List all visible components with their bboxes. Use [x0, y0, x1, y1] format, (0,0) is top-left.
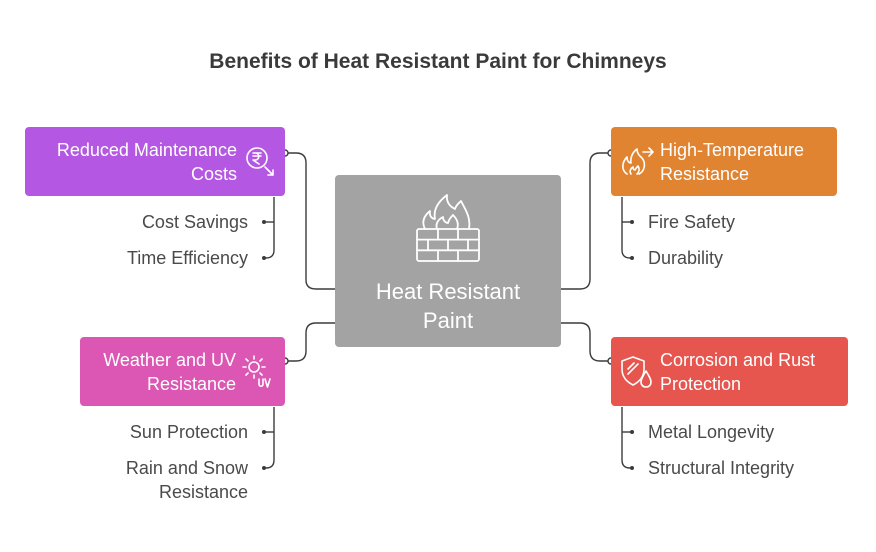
center-node: Heat Resistant Paint: [335, 175, 561, 347]
flame-arrow-icon: [622, 147, 654, 175]
sub-item-cost-savings: Cost Savings: [141, 212, 248, 232]
diagram-title: Benefits of Heat Resistant Paint for Chi…: [209, 50, 667, 73]
sub-item-sun-protection: Sun Protection: [129, 422, 248, 442]
sun-uv-icon: [242, 355, 271, 388]
sub-item-time-efficiency: Time Efficiency: [126, 248, 248, 268]
branch-weather: Weather and UV Resistance: [80, 337, 285, 406]
branch-temperature-label: High-Temperature Resistance: [660, 140, 805, 184]
sub-item-rain-snow-resistance: Rain and Snow Resistance: [125, 458, 248, 502]
branch-maintenance-label: Reduced Maintenance Costs: [56, 140, 237, 184]
sub-item-durability: Durability: [648, 248, 724, 268]
branch-maintenance: Reduced Maintenance Costs: [25, 127, 285, 196]
branch-corrosion-label: Corrosion and Rust Protection: [660, 350, 816, 394]
branch-corrosion: Corrosion and Rust Protection: [611, 337, 848, 406]
shield-drop-icon: [621, 356, 652, 388]
fire-brick-wall-icon: [416, 194, 480, 262]
sub-item-fire-safety: Fire Safety: [648, 212, 736, 232]
center-label: Heat Resistant Paint: [375, 279, 521, 333]
sub-item-metal-longevity: Metal Longevity: [648, 422, 775, 442]
sub-item-structural-integrity: Structural Integrity: [648, 458, 795, 478]
branch-weather-label: Weather and UV Resistance: [103, 350, 236, 394]
branch-temperature: High-Temperature Resistance: [611, 127, 837, 196]
rupee-down-icon: [246, 147, 274, 176]
